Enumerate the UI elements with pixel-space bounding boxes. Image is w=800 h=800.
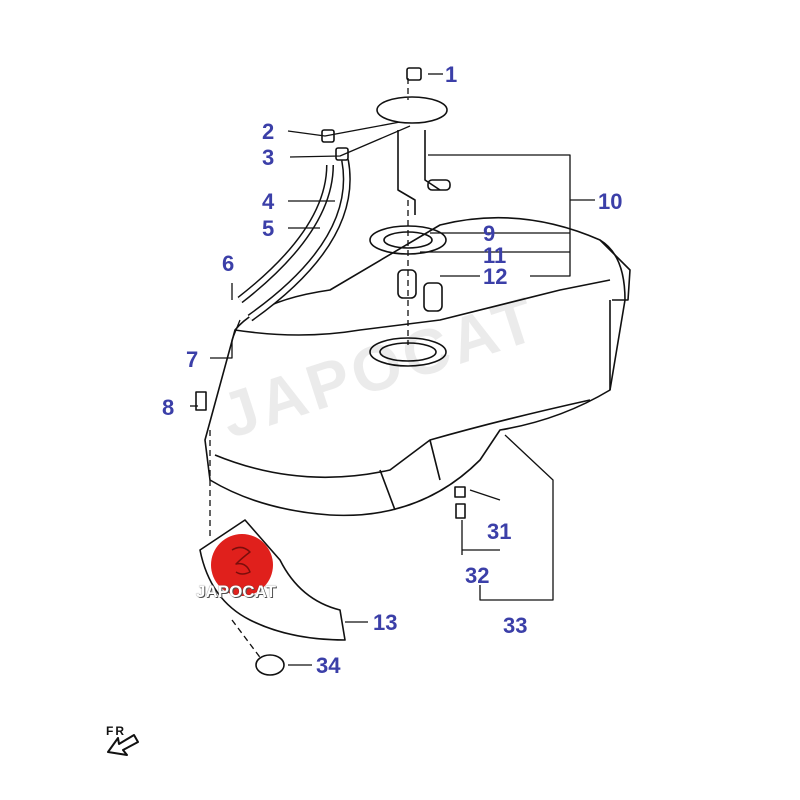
fuel-pump-flange [376,96,448,124]
callout-13: 13 [373,610,398,635]
callout-8: 8 [162,395,175,420]
callout-2: 2 [262,119,275,144]
callout-5: 5 [262,216,275,241]
japocat-logo [211,534,273,596]
callout-10: 10 [598,189,623,214]
logo-text: JAPOCAT [196,582,276,601]
callout-7: 7 [186,347,199,372]
filter-11 [397,269,417,299]
callout-33: 33 [503,613,528,638]
front-direction-label: FR [106,724,126,738]
filter-12 [423,282,443,312]
front-arrow-icon [107,734,139,756]
callout-6: 6 [222,251,235,276]
callout-32: 32 [465,563,490,588]
fuel-tank [204,216,626,517]
callout-4: 4 [262,189,275,214]
grommet-34 [255,654,285,676]
callout-1: 1 [445,62,458,87]
callout-11: 11 [483,243,507,268]
hose-4 [237,164,334,304]
callout-9: 9 [483,221,496,246]
callout-31: 31 [487,519,512,544]
callout-12: 12 [483,264,508,289]
callout-3: 3 [262,145,275,170]
tank-shield [199,519,346,641]
callout-34: 34 [316,653,341,678]
pump-opening [369,337,447,367]
